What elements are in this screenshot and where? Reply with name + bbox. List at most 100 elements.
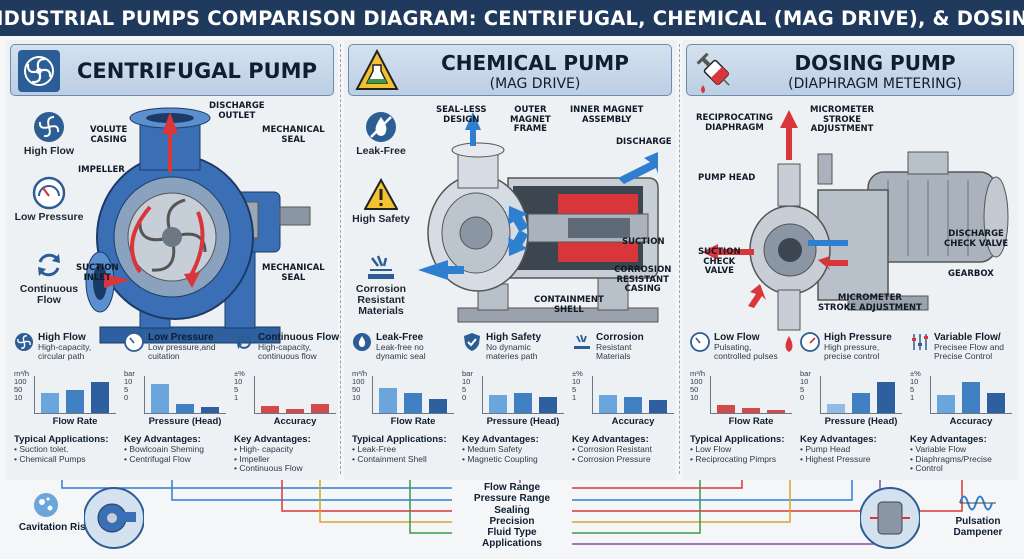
- chart-y-ticks: ±% 10 5 1: [572, 369, 583, 402]
- chart-axis: [592, 376, 674, 414]
- chart-title: Flow Rate: [728, 416, 774, 427]
- feature-list: Key Advantages:• Pump Head• Highest Pres…: [800, 434, 908, 464]
- feature-list-item: • Centrifugal Flow: [124, 453, 191, 464]
- comparison-lines: [61, 480, 963, 545]
- feature-list-heading: Typical Applications:: [690, 434, 785, 445]
- cycle-arrows-icon: [38, 253, 60, 277]
- chart-title: Accuracy: [949, 416, 993, 427]
- feature-list-item: • Highest Pressure: [800, 453, 871, 464]
- chart-bar: [539, 396, 557, 413]
- chart-bar: [962, 382, 980, 413]
- chart-axis: [372, 376, 454, 414]
- variable-flow-icon: [912, 334, 928, 350]
- comparison-label: Pressure Range: [452, 493, 572, 505]
- bar-chart: bar 10 5 0 Pressure (Head): [462, 370, 568, 428]
- feature-list: Key Advantages:• Variable Flow• Diaphrag…: [910, 434, 1018, 474]
- feature-list-item: • Suction tolet.: [14, 444, 69, 454]
- chart-bar: [404, 393, 422, 413]
- comparison-label: Sealing: [452, 505, 572, 517]
- feature-list-item: • Medum Safety: [462, 444, 523, 454]
- gauge-icon: [32, 176, 66, 210]
- chart-y-ticks: bar 10 5 0: [462, 369, 473, 402]
- gauge-icon: [690, 332, 710, 352]
- feature-list-item: • Diaphragms/Precise: [910, 453, 992, 464]
- chart-bar: [151, 384, 169, 413]
- panel-title: CENTRIFUGAL PUMP: [77, 59, 317, 83]
- panel-divider: [340, 44, 341, 474]
- chart-axis: [930, 376, 1012, 414]
- corrosion-icon: [574, 334, 590, 349]
- feature-list: Typical Applications:• Leak-Free• Contai…: [352, 434, 460, 464]
- chart-y-ticks: bar 10 5 0: [800, 369, 811, 402]
- corrosion-icon: [368, 255, 394, 279]
- cycle-arrows-icon: [237, 335, 251, 349]
- chart-bar: [624, 396, 642, 413]
- chart-axis: [254, 376, 336, 414]
- comparison-label: Precision: [452, 516, 572, 528]
- chart-bar: [717, 405, 735, 413]
- chart-y-ticks: ±% 10 5 1: [910, 369, 921, 402]
- comparison-label: Flow Range: [452, 482, 572, 494]
- chart-axis: [482, 376, 564, 414]
- metric-title: Leak-Free: [376, 332, 424, 343]
- pulsation-dampener-label: Pulsation Dampener: [953, 516, 1003, 538]
- feature-list-heading: Typical Applications:: [14, 434, 109, 445]
- feature-list: Key Advantages:• Corrosion Resistant• Co…: [572, 434, 680, 464]
- chart-title: Flow Rate: [390, 416, 436, 427]
- feature-list-item: • Control: [910, 463, 943, 473]
- chart-title: Pressure (Head): [486, 416, 560, 427]
- feature-list-heading: Key Advantages:: [800, 434, 877, 445]
- chart-bar: [987, 393, 1005, 413]
- comparison-label: Applications: [452, 538, 572, 550]
- feature-list: Key Advantages:• Medum Safety• Magnetic …: [462, 434, 570, 464]
- chart-bar: [937, 395, 955, 413]
- chemical-panel: CHEMICAL PUMP (MAG DRIVE) Leak-Free High…: [344, 40, 676, 480]
- comparison-band: Flow Range Pressure Range Sealing Precis…: [0, 480, 1024, 559]
- side-feature: High Flow: [12, 110, 86, 157]
- feature-list-heading: Key Advantages:: [234, 434, 311, 445]
- feature-list: Typical Applications:• Low Flow• Recipro…: [690, 434, 798, 464]
- flask-warning-icon: [355, 49, 399, 90]
- panel-divider: [679, 44, 680, 474]
- dosing-panel: DOSING PUMP (DIAPHRAGM METERING) RECIPRO…: [682, 40, 1018, 480]
- side-feature: Corrosion Resistant Materials: [344, 252, 418, 317]
- chart-bar: [599, 395, 617, 413]
- chart-bar: [286, 408, 304, 413]
- feature-list-item: • Impeller: [234, 453, 270, 464]
- chart-bar: [311, 404, 329, 413]
- feature-list-item: • Magnetic Coupling: [462, 453, 538, 464]
- chart-bar: [261, 405, 279, 413]
- feature-list-item: • Reciprocating Pimprs: [690, 453, 777, 464]
- side-feature: Low Pressure: [12, 176, 86, 223]
- warning-icon: [364, 178, 398, 210]
- chart-bar: [767, 410, 785, 413]
- feature-list: Key Advantages:• Bowlcoain Sheming• Cent…: [124, 434, 232, 464]
- chart-axis: [710, 376, 792, 414]
- chart-axis: [34, 376, 116, 414]
- feature-list-heading: Key Advantages:: [572, 434, 649, 445]
- chart-y-ticks: m³/h 100 50 10: [14, 369, 29, 402]
- metric-description: Leak-free no dynamic seal: [376, 342, 426, 361]
- feature-list-item: • Pump Head: [800, 444, 851, 454]
- feature-list-item: • Corrosion Resistant: [572, 444, 652, 454]
- metric-description: Pulsating, controlled pulses: [714, 342, 778, 361]
- metric-description: No dynamic materies path: [486, 342, 538, 361]
- feature-list: Typical Applications:• Suction tolet.• C…: [14, 434, 122, 464]
- feature-list-item: • Low Flow: [690, 444, 732, 454]
- feature-list-heading: Key Advantages:: [462, 434, 539, 445]
- side-feature: Leak-Free: [344, 110, 418, 157]
- chart-bar: [201, 406, 219, 413]
